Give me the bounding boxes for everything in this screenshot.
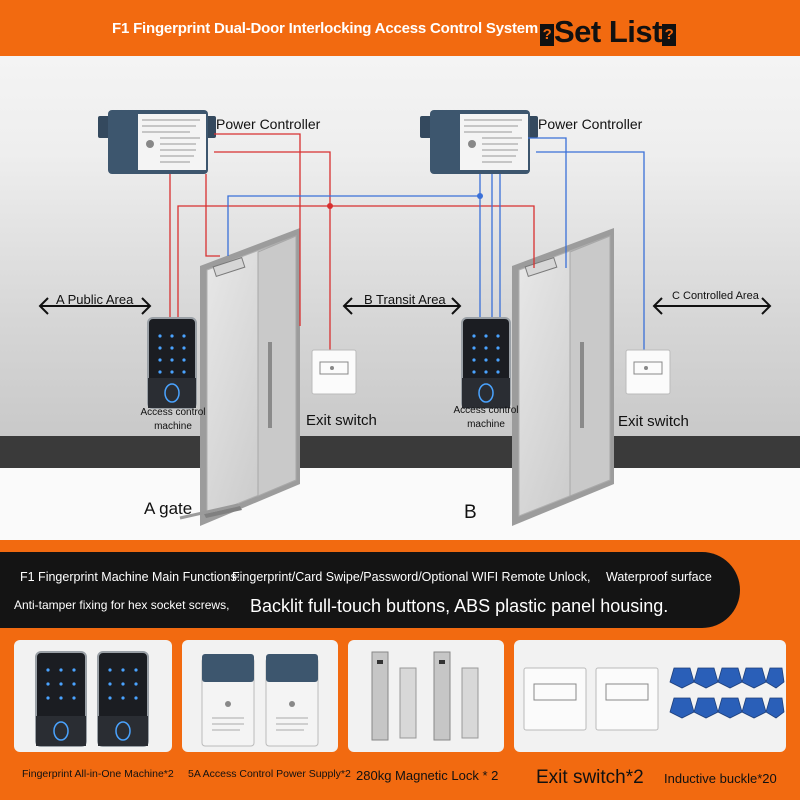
floor bbox=[0, 468, 800, 540]
function-unlock-modes: Fingerprint/Card Swipe/Password/Optional… bbox=[232, 570, 591, 584]
exit-switch-left bbox=[311, 349, 357, 395]
power-controller-left bbox=[98, 110, 216, 174]
power-supply-image bbox=[201, 654, 319, 747]
wiring bbox=[169, 133, 645, 352]
label-access-machine-left-line1: Access control bbox=[140, 407, 206, 418]
access-machine-right bbox=[461, 317, 511, 409]
label-access-machine-right-line1: Access control bbox=[453, 405, 519, 416]
fingerprint-machine-image bbox=[35, 651, 149, 747]
header-bar bbox=[58, 0, 744, 56]
access-machine-left bbox=[147, 317, 197, 409]
label-area-c: C Controlled Area bbox=[672, 290, 759, 302]
caption-power-supply: 5A Access Control Power Supply*2 bbox=[188, 768, 351, 780]
functions-banner bbox=[0, 552, 740, 628]
wall-skirting bbox=[0, 436, 800, 468]
caption-magnetic-lock: 280kg Magnetic Lock * 2 bbox=[356, 768, 499, 783]
label-gate-b: B bbox=[464, 502, 477, 523]
door-b bbox=[512, 228, 614, 526]
functions-heading: F1 Fingerprint Machine Main Functions: bbox=[20, 570, 241, 584]
set-list-heading: ?Set List? bbox=[540, 14, 676, 50]
function-backlit-buttons: Backlit full-touch buttons, ABS plastic … bbox=[250, 596, 669, 616]
label-power-controller-left: Power Controller bbox=[216, 116, 321, 132]
function-waterproof: Waterproof surface bbox=[606, 570, 712, 584]
label-access-machine-left-line2: machine bbox=[154, 421, 192, 432]
door-a bbox=[179, 228, 300, 526]
exit-switch-right bbox=[625, 349, 671, 395]
power-controller-right bbox=[420, 110, 538, 174]
label-exit-switch-left: Exit switch bbox=[306, 412, 377, 429]
exit-switch-and-buckle-image bbox=[523, 667, 785, 731]
label-access-machine-left: Access control machine bbox=[138, 406, 208, 434]
set-list-bracket-left-icon: ? bbox=[540, 24, 554, 46]
label-access-machine-right-line2: machine bbox=[467, 419, 505, 430]
caption-fingerprint-machine: Fingerprint All-in-One Machine*2 bbox=[22, 768, 174, 780]
label-area-a: A Public Area bbox=[56, 292, 134, 307]
set-list-bracket-right-icon: ? bbox=[661, 24, 676, 46]
label-area-b: B Transit Area bbox=[364, 292, 446, 307]
card-magnetic-lock bbox=[348, 640, 504, 752]
diagram-graphics bbox=[38, 110, 772, 526]
installation-diagram: Power Controller Power Controller A Publ… bbox=[0, 56, 800, 540]
label-access-machine-right: Access control machine bbox=[450, 404, 522, 432]
magnetic-lock-image bbox=[371, 651, 479, 741]
label-exit-switch-right: Exit switch bbox=[618, 413, 689, 430]
function-anti-tamper: Anti-tamper fixing for hex socket screws… bbox=[14, 598, 230, 612]
card-exit-switch-and-buckles bbox=[514, 640, 786, 752]
set-list-text: Set List bbox=[554, 14, 662, 49]
card-fingerprint-machine bbox=[14, 640, 172, 752]
header: F1 Fingerprint Dual-Door Interlocking Ac… bbox=[0, 0, 800, 56]
caption-inductive-buckle: Inductive buckle*20 bbox=[664, 771, 777, 786]
label-gate-a: A gate bbox=[144, 499, 193, 518]
area-arrows bbox=[38, 297, 772, 315]
card-power-supply bbox=[182, 640, 338, 752]
page-title: F1 Fingerprint Dual-Door Interlocking Ac… bbox=[112, 20, 539, 37]
label-power-controller-right: Power Controller bbox=[538, 116, 643, 132]
caption-exit-switch: Exit switch*2 bbox=[536, 767, 644, 788]
